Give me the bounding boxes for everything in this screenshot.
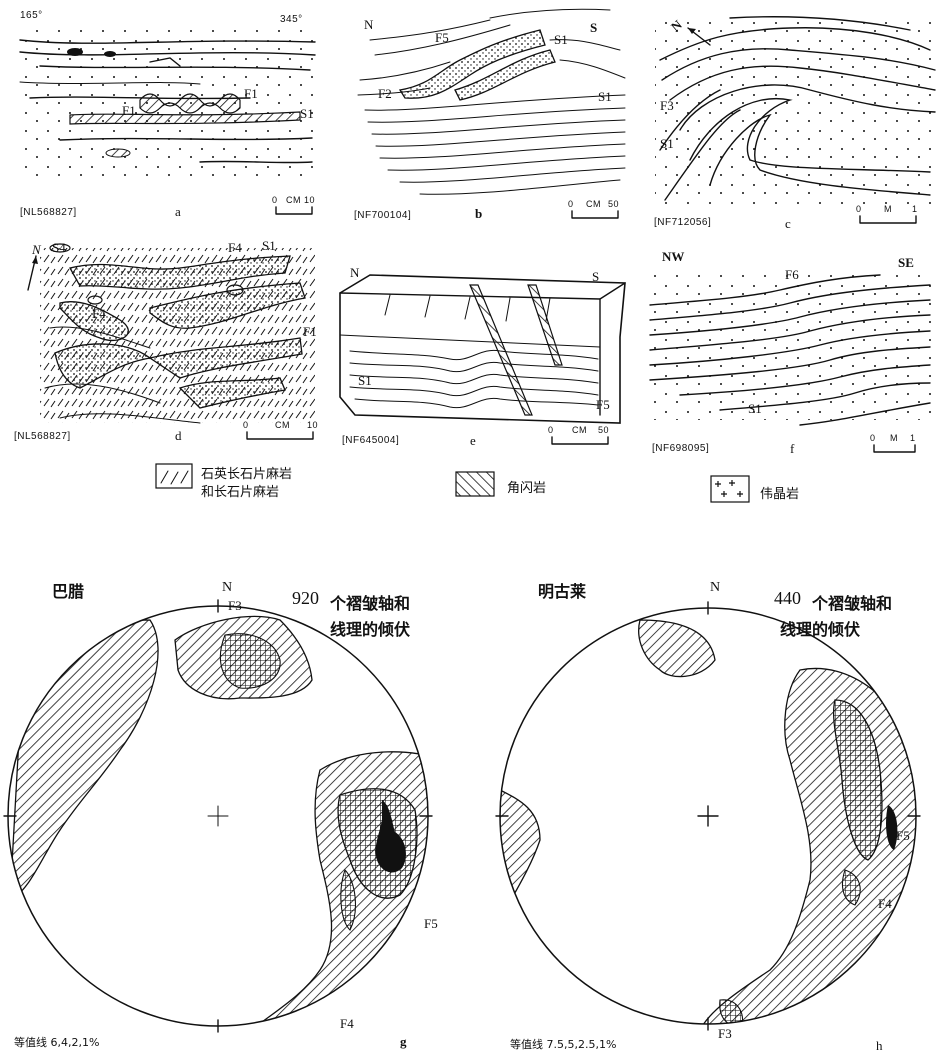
panel-ref: [NF712056] [654, 217, 711, 228]
scale-unit: CM [572, 425, 587, 435]
stereonet-h-plot [470, 560, 940, 1030]
label-s4: S4 [52, 240, 66, 256]
panel-letter: e [470, 433, 476, 449]
contour-note: 等值线 6,4,2,1% [14, 1034, 99, 1050]
scale-max: 1 [912, 204, 918, 214]
panel-a: 165° 345° F1 F1 S1 [NL568827] a 0 CM 10 [0, 0, 320, 225]
scale-unit: M [890, 433, 898, 443]
label-f5: F5 [896, 828, 910, 844]
label-f5: F5 [424, 916, 438, 932]
scale-bar: 0 CM 50 [570, 207, 620, 219]
label-f3: F3 [718, 1026, 732, 1042]
scale-min: 0 [243, 420, 249, 430]
label-f4: F4 [92, 306, 106, 322]
scale-bar: 0 CM 50 [550, 433, 610, 445]
scale-bar: 0 CM 10 [274, 203, 314, 215]
legend-label-line1: 石英长石片麻岩 [201, 463, 292, 482]
legend: 石英长石片麻岩 和长石片麻岩 角闪岩 伟晶岩 [0, 455, 940, 525]
panel-letter: b [475, 206, 482, 222]
panel-ref: [NF700104] [354, 210, 411, 221]
panel-e: N S S1 F5 [NF645004] e 0 CM 50 [330, 255, 630, 455]
cross-swatch-icon [710, 475, 750, 505]
label-s1: S1 [358, 373, 372, 389]
scale-bar: 0 M 1 [872, 441, 917, 453]
panel-ref: [NF645004] [342, 435, 399, 446]
stereonet-h: 明古莱 N 440 个褶皱轴和 线理的倾伏 F5 F4 F3 等值线 7.5,5… [470, 560, 940, 1060]
scale-unit: M [884, 204, 892, 214]
panel-a-drawing [0, 0, 320, 200]
panel-c-drawing [640, 0, 940, 210]
panel-ref: [NL568827] [14, 431, 71, 442]
panel-c: N F3 S1 [NF712056] c 0 M 1 [640, 0, 940, 235]
legend-label: 伟晶岩 [760, 483, 799, 502]
panel-letter: d [175, 428, 182, 444]
scale-min: 0 [548, 425, 554, 435]
stereonet-g: 巴腊 N 920 个褶皱轴和 线理的倾伏 F3 F5 F4 等值线 6,4,2,… [0, 560, 470, 1060]
label-f3: F3 [660, 98, 674, 114]
panel-b: N S F5 S1 F2 S1 [NF700104] b 0 CM 50 [340, 0, 630, 225]
label-f1: F1 [244, 86, 258, 102]
legend-label: 角闪岩 [507, 477, 546, 496]
scale-max: 50 [608, 199, 619, 209]
scale-min: 0 [272, 195, 278, 205]
scale-unit: CM [286, 195, 301, 205]
panel-letter: c [785, 216, 791, 232]
panel-e-block-diagram [330, 255, 630, 435]
diagonal-dash-swatch-icon [155, 463, 193, 489]
label-f4: F4 [340, 1016, 354, 1032]
label-f5: F5 [596, 397, 610, 413]
label-s1: S1 [660, 136, 674, 152]
scale-unit: CM [586, 199, 601, 209]
panel-f: NW SE F6 S1 [NF698095] f 0 M 1 [640, 245, 940, 465]
label-f6: F6 [785, 267, 799, 283]
scale-bar: 0 M 1 [858, 212, 918, 224]
label-s1: S1 [748, 401, 762, 417]
hatched-swatch-icon [455, 471, 495, 497]
panel-letter: h [876, 1038, 883, 1054]
label-s1: S1 [300, 106, 314, 122]
scale-min: 0 [870, 433, 876, 443]
panel-ref: [NF698095] [652, 443, 709, 454]
panel-letter: g [400, 1034, 407, 1050]
panel-ref: [NL568827] [20, 207, 77, 218]
scale-max: 1 [910, 433, 916, 443]
scale-bar: 0 CM 10 [245, 428, 315, 440]
label-f1: F1 [122, 103, 136, 119]
label-s1: S1 [262, 238, 276, 254]
label-f2: F2 [378, 86, 392, 102]
scale-unit: CM [275, 420, 290, 430]
panel-letter: a [175, 204, 181, 220]
stereonet-g-plot [0, 560, 470, 1030]
scale-max: 10 [307, 420, 318, 430]
legend-label-line2: 和长石片麻岩 [201, 481, 279, 500]
scale-min: 0 [568, 199, 574, 209]
label-s1: S1 [598, 89, 612, 105]
scale-max: 50 [598, 425, 609, 435]
label-f5: F5 [435, 30, 449, 46]
label-f4: F4 [878, 896, 892, 912]
label-f1: F1 [303, 324, 317, 340]
scale-min: 0 [856, 204, 862, 214]
contour-note: 等值线 7.5,5,2.5,1% [510, 1036, 616, 1052]
panel-d: N S4 F4 S1 F4 F1 [NL568827] d 0 CM 10 [0, 228, 320, 453]
label-f4: F4 [228, 240, 242, 256]
scale-max: 10 [304, 195, 315, 205]
panel-d-drawing [0, 228, 320, 428]
label-f3: F3 [228, 598, 242, 614]
label-s1: S1 [554, 32, 568, 48]
